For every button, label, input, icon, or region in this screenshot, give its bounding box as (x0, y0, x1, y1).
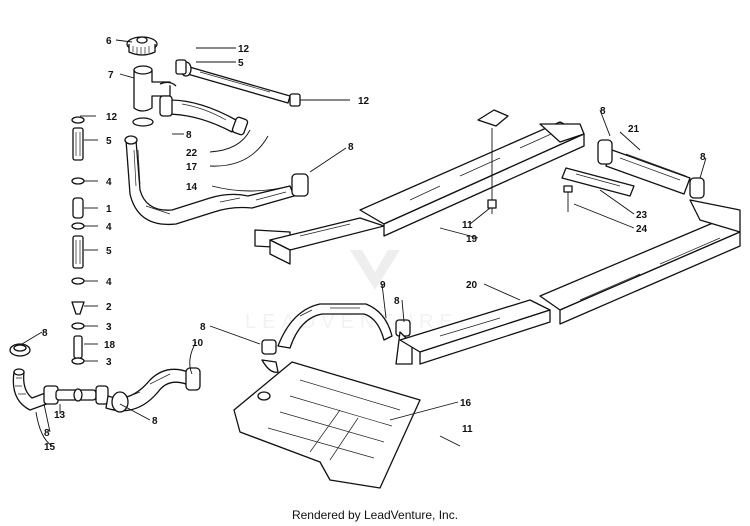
callout-8: 8 (186, 130, 192, 141)
center-clamp (261, 339, 279, 373)
callout-9: 9 (380, 280, 386, 291)
filler-neck (132, 65, 177, 127)
heat-exchanger-19 (269, 121, 585, 265)
hose-clamp (689, 177, 705, 199)
callout-11: 11 (462, 220, 473, 231)
curved-hose-14 (124, 135, 309, 226)
callout-5: 5 (238, 58, 244, 69)
callout-20: 20 (466, 280, 478, 291)
callout-12: 12 (106, 112, 118, 123)
bleed-line-stack (71, 116, 85, 365)
callout-4: 4 (106, 222, 112, 233)
heat-shield-16 (233, 361, 421, 489)
callout-8: 8 (700, 152, 706, 163)
hose-clamp (289, 93, 301, 107)
callout-15: 15 (44, 442, 56, 453)
bracket-23 (561, 167, 635, 197)
callout-7: 7 (108, 70, 114, 81)
callout-19: 19 (466, 234, 478, 245)
radiator-cap (126, 36, 158, 56)
callouts: 6 12 5 7 12 12 5 4 1 4 5 4 2 3 18 3 8 22… (42, 36, 706, 453)
callout-3: 3 (106, 357, 112, 368)
callout-2: 2 (106, 302, 112, 313)
callout-8: 8 (44, 428, 50, 439)
callout-8: 8 (42, 328, 48, 339)
callout-17: 17 (186, 162, 198, 173)
callout-24: 24 (636, 224, 648, 235)
hose-clamp (185, 367, 201, 391)
heat-exchanger-20 (399, 199, 741, 365)
hose-clamp (291, 173, 309, 197)
hose-clamp (597, 139, 613, 165)
bolt-24 (563, 185, 573, 212)
callout-22: 22 (186, 148, 198, 159)
hose-clamp (395, 319, 411, 337)
footer-credit: Rendered by LeadVenture, Inc. (291, 508, 459, 522)
callout-5: 5 (106, 246, 112, 257)
callout-6: 6 (106, 36, 112, 47)
callout-1: 1 (106, 204, 112, 215)
hose-10 (105, 367, 201, 413)
callout-10: 10 (192, 338, 204, 349)
watermark-logo: LEADVENTURE (245, 250, 453, 333)
upper-bypass-tube (175, 59, 301, 107)
callout-12: 12 (358, 96, 370, 107)
callout-11: 11 (462, 424, 473, 435)
callout-14: 14 (186, 182, 198, 193)
hose-9 (277, 303, 413, 365)
callout-3: 3 (106, 322, 112, 333)
callout-4: 4 (106, 277, 112, 288)
callout-8: 8 (152, 416, 158, 427)
callout-8: 8 (200, 322, 206, 333)
short-hose (159, 95, 249, 136)
callout-18: 18 (104, 340, 116, 351)
callout-23: 23 (636, 210, 648, 221)
hose-clamp (175, 59, 187, 75)
lower-hose-assembly (9, 343, 109, 411)
rivet-11 (439, 435, 461, 447)
callout-8: 8 (394, 296, 400, 307)
hose-21 (597, 139, 705, 199)
leader-lines (21, 39, 707, 447)
callout-12: 12 (238, 44, 250, 55)
bolt-11 (477, 109, 509, 214)
callout-5: 5 (106, 136, 112, 147)
callout-13: 13 (54, 410, 66, 421)
callout-16: 16 (460, 398, 472, 409)
callout-8: 8 (600, 106, 606, 117)
callout-8: 8 (348, 142, 354, 153)
callout-21: 21 (628, 124, 640, 135)
callout-4: 4 (106, 177, 112, 188)
